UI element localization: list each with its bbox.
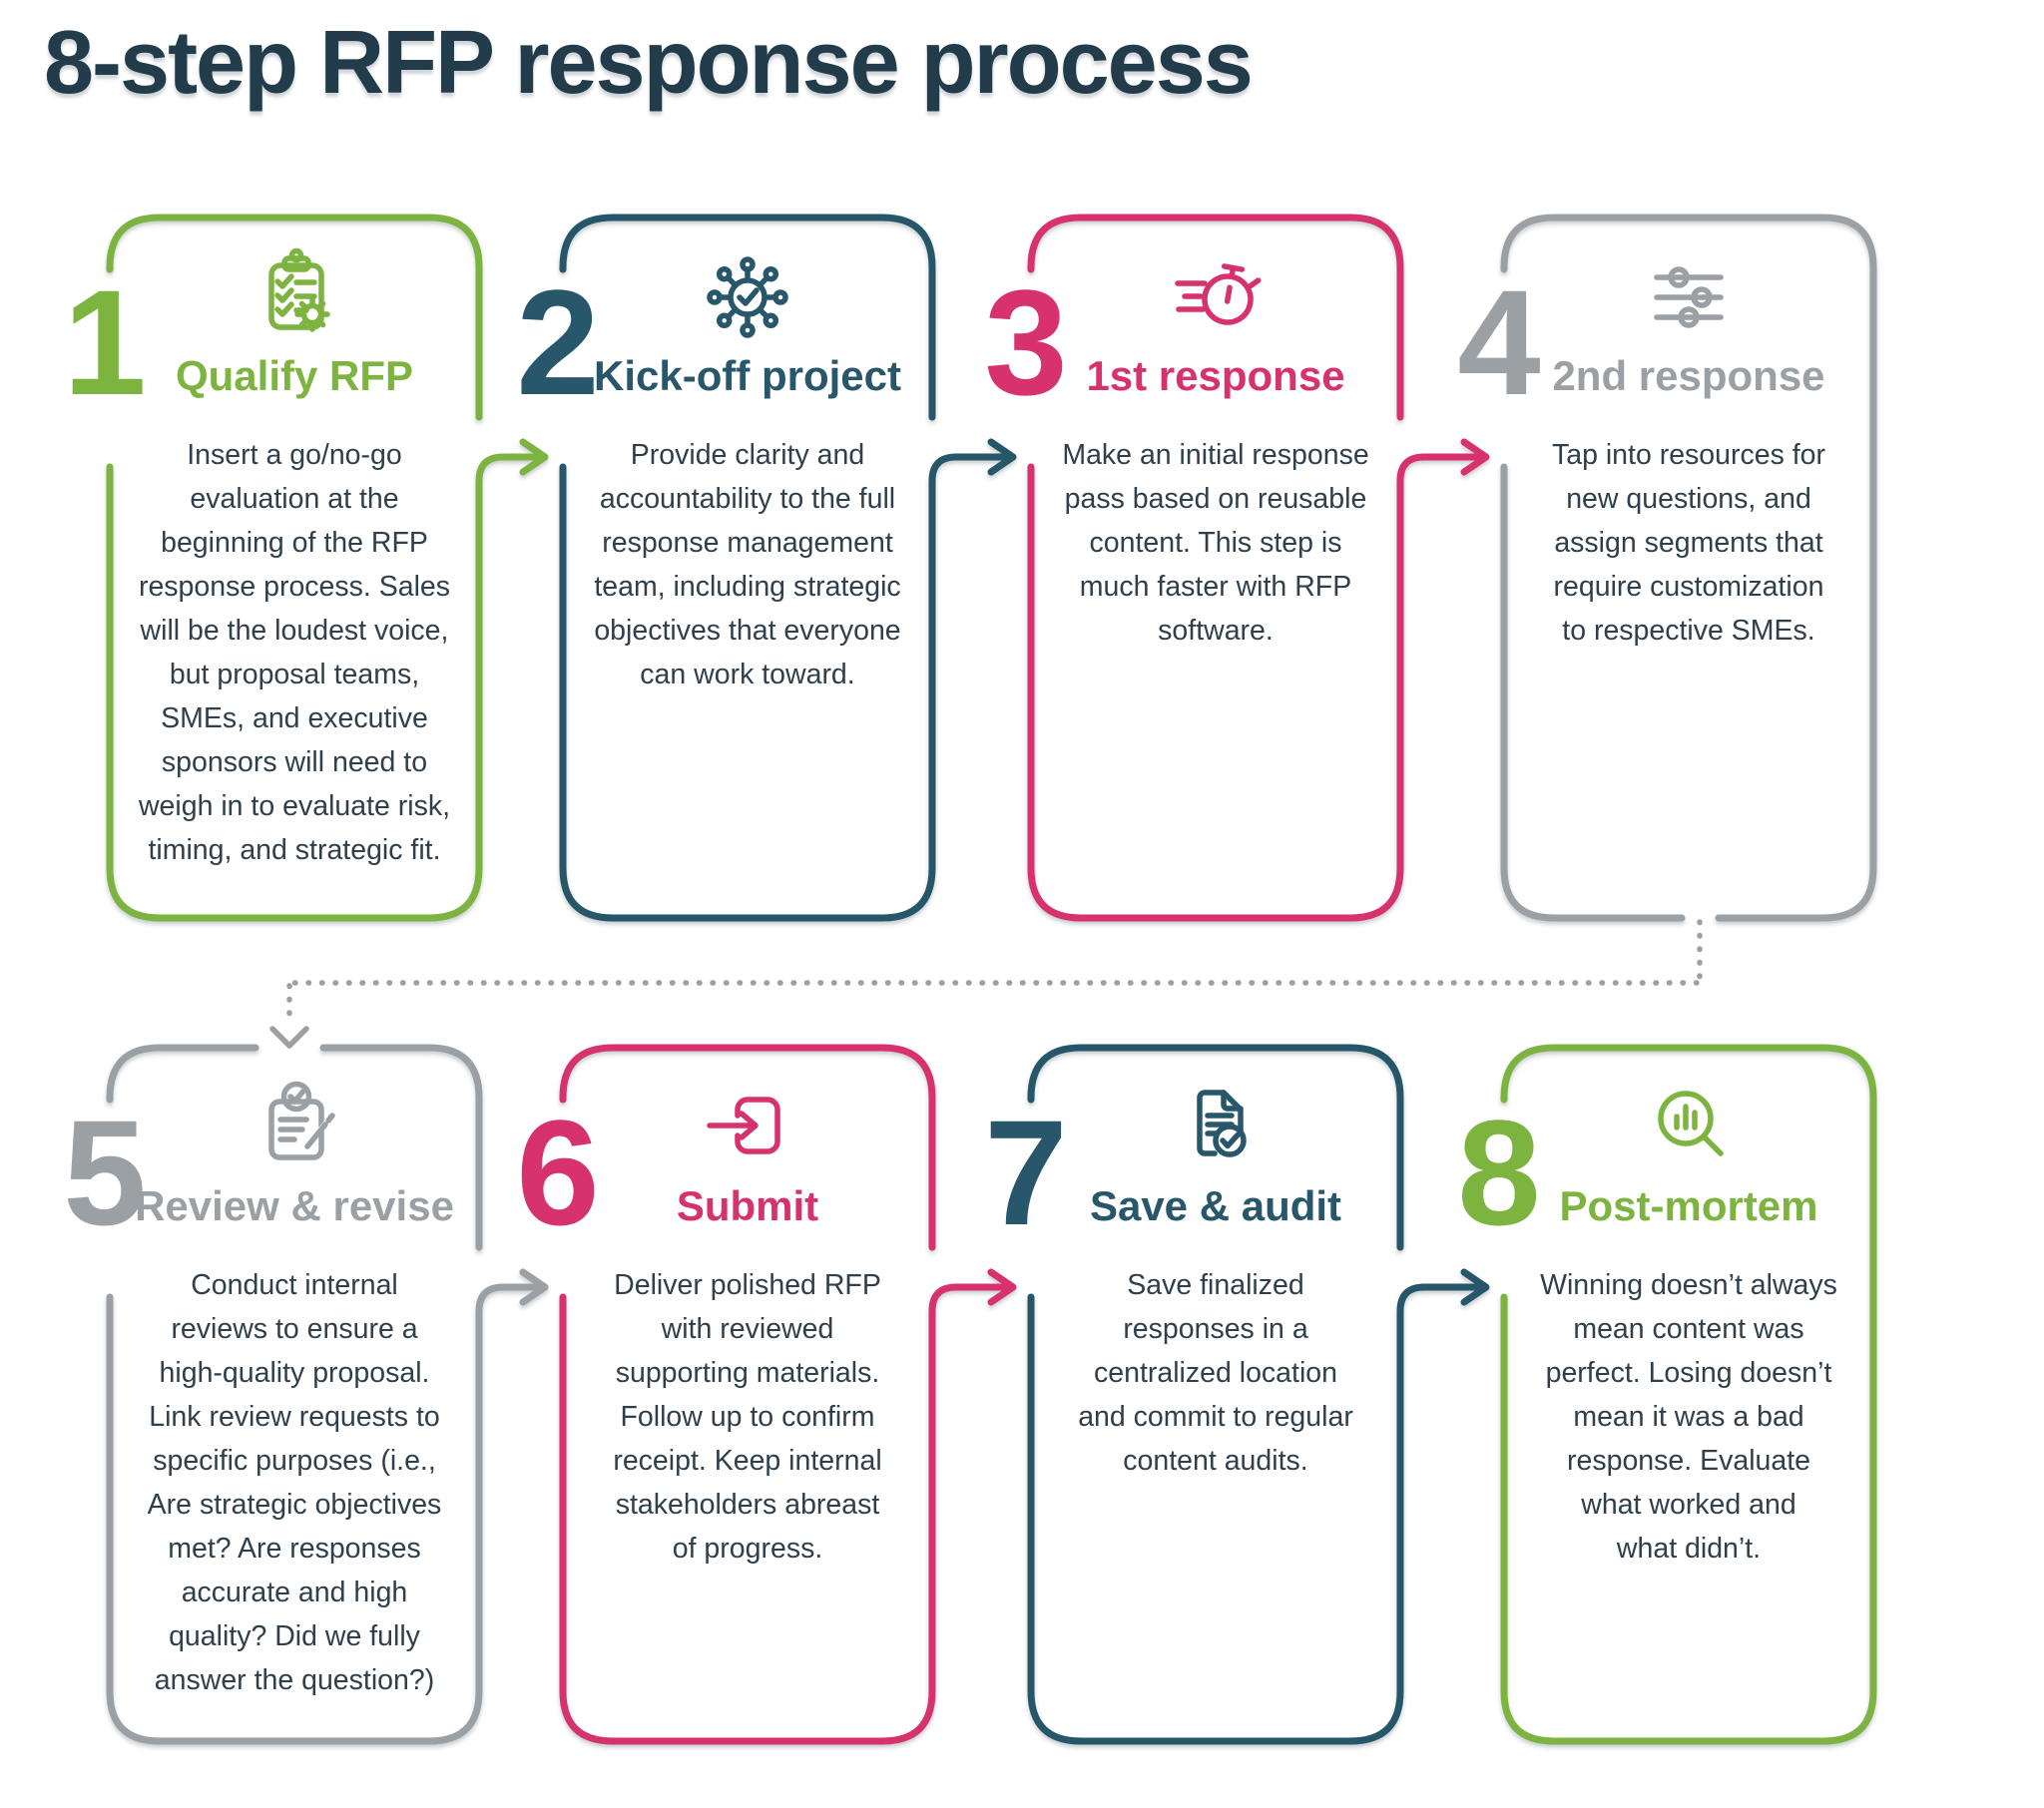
card4-border-bottom xyxy=(1500,413,1877,922)
step-number: 1 xyxy=(63,258,147,426)
step-number: 7 xyxy=(984,1089,1068,1256)
step-title: Review & revise xyxy=(135,1182,454,1229)
step-description: Winning doesn’t always mean content was … xyxy=(1540,1269,1837,1565)
card-borders xyxy=(106,214,1877,1745)
stopwatch-speed-icon xyxy=(1175,263,1262,325)
step-number: 2 xyxy=(516,258,600,426)
step-title: Submit xyxy=(676,1182,819,1229)
step-description: Make an initial response pass based on r… xyxy=(1062,439,1369,647)
step-title: Kick-off project xyxy=(593,352,902,399)
step-number: 4 xyxy=(1457,258,1541,426)
step-description: Save finalized responses in a centralize… xyxy=(1078,1269,1353,1477)
card1-border-bottom-arrow xyxy=(106,438,549,922)
card2-border-bottom-arrow xyxy=(559,438,1017,922)
card1-border-top xyxy=(106,214,483,421)
step-title: Qualify RFP xyxy=(175,352,414,399)
clipboard-checklist-gear-icon xyxy=(268,247,330,332)
network-check-icon xyxy=(707,256,788,338)
card3-border-bottom-arrow xyxy=(1027,438,1490,922)
card5-border-bottom-arrow xyxy=(106,1268,549,1745)
card6-border-top xyxy=(559,1044,936,1251)
step-title: 1st response xyxy=(1086,352,1345,399)
card2-border-top xyxy=(559,214,936,421)
card5-border-top xyxy=(106,1044,483,1251)
magnifier-bar-chart-icon xyxy=(1658,1091,1724,1156)
sliders-icon xyxy=(1654,266,1724,328)
card3-border-top xyxy=(1027,214,1404,421)
card8-border-top xyxy=(1500,1044,1877,1251)
step-title: 2nd response xyxy=(1552,352,1825,399)
step-description: Insert a go/no-go evaluation at the begi… xyxy=(138,439,451,866)
step-description: Conduct internal reviews to ensure a hig… xyxy=(147,1269,442,1696)
dotted-arrowhead-down-icon xyxy=(269,1026,309,1049)
note-pencil-check-icon xyxy=(268,1081,335,1160)
step-number: 3 xyxy=(984,258,1068,426)
step-description: Tap into resources for new questions, an… xyxy=(1551,439,1826,647)
page-title: 8-step RFP response process xyxy=(44,13,1254,113)
step-description: Deliver polished RFP with reviewed suppo… xyxy=(613,1269,882,1565)
document-check-icon xyxy=(1197,1090,1247,1157)
submit-arrow-box-icon xyxy=(707,1097,780,1154)
card7-border-top xyxy=(1027,1044,1404,1251)
step-number: 6 xyxy=(516,1089,600,1256)
card7-border-bottom-arrow xyxy=(1027,1268,1490,1745)
dotted-connector-4-to-5 xyxy=(269,919,1703,1049)
step-description: Provide clarity and accountability to th… xyxy=(594,439,901,690)
card8-border-bottom xyxy=(1500,1243,1877,1745)
step-title: Save & audit xyxy=(1089,1182,1342,1229)
step-number: 8 xyxy=(1457,1089,1541,1256)
step-number: 5 xyxy=(63,1089,147,1256)
card4-border-top xyxy=(1500,214,1877,421)
card6-border-bottom-arrow xyxy=(559,1268,1017,1745)
step-title: Post-mortem xyxy=(1559,1182,1818,1229)
